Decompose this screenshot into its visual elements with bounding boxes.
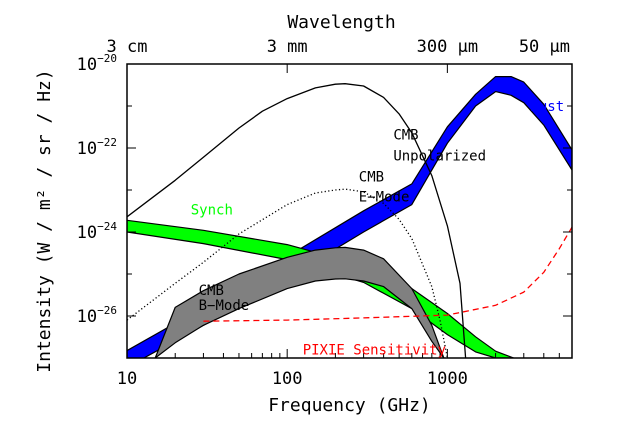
top-tick-label: 300 μm [417, 37, 478, 57]
top-axis-title: Wavelength [287, 12, 395, 33]
top-tick-label: 50 μm [519, 37, 570, 57]
series-line-pixie-sensitivity [203, 226, 572, 322]
x-tick-label: 1000 [427, 369, 468, 389]
y-tick-label: 10−26 [77, 304, 117, 327]
y-axis-title: Intensity (W / m² / sr / Hz) [34, 69, 55, 372]
band-layer [127, 75, 572, 358]
annotation-b-mode: B−Mode [199, 298, 250, 314]
series-line-cmb-unpolarized [127, 83, 467, 358]
x-axis-title: Frequency (GHz) [268, 395, 431, 416]
x-tick-label: 100 [272, 369, 303, 389]
annotation-synch: Synch [191, 203, 233, 219]
series-band-cmb-b-mode [154, 246, 445, 358]
annotation-dust: Dust [530, 99, 564, 115]
annotation-cmb: CMB [359, 169, 384, 185]
annotation-pixie-sensitivity: PIXIE Sensitivity [303, 343, 446, 359]
top-tick-label: 3 cm [107, 37, 148, 57]
plot-frame [126, 63, 573, 359]
y-tick-label: 10−22 [77, 136, 117, 159]
annotation-cmb: CMB [199, 283, 224, 299]
y-tick-label: 10−24 [77, 220, 118, 243]
y-tick-label: 10−20 [77, 52, 117, 75]
x-tick-label: 10 [117, 369, 137, 389]
annotation-layer: DustCMBUnpolarizedCMBE−ModeSynchCMBB−Mod… [191, 99, 564, 358]
annotation-cmb: CMB [393, 127, 418, 143]
label-layer: 10 100 1000 10−20 10−22 10−24 10−26 3 cm 3 mm 300… [77, 37, 570, 389]
tick-layer [126, 63, 573, 359]
annotation-unpolarized: Unpolarized [393, 149, 486, 165]
top-tick-label: 3 mm [267, 37, 308, 57]
annotation-e-mode: E−Mode [359, 190, 410, 206]
line-layer [127, 83, 572, 358]
